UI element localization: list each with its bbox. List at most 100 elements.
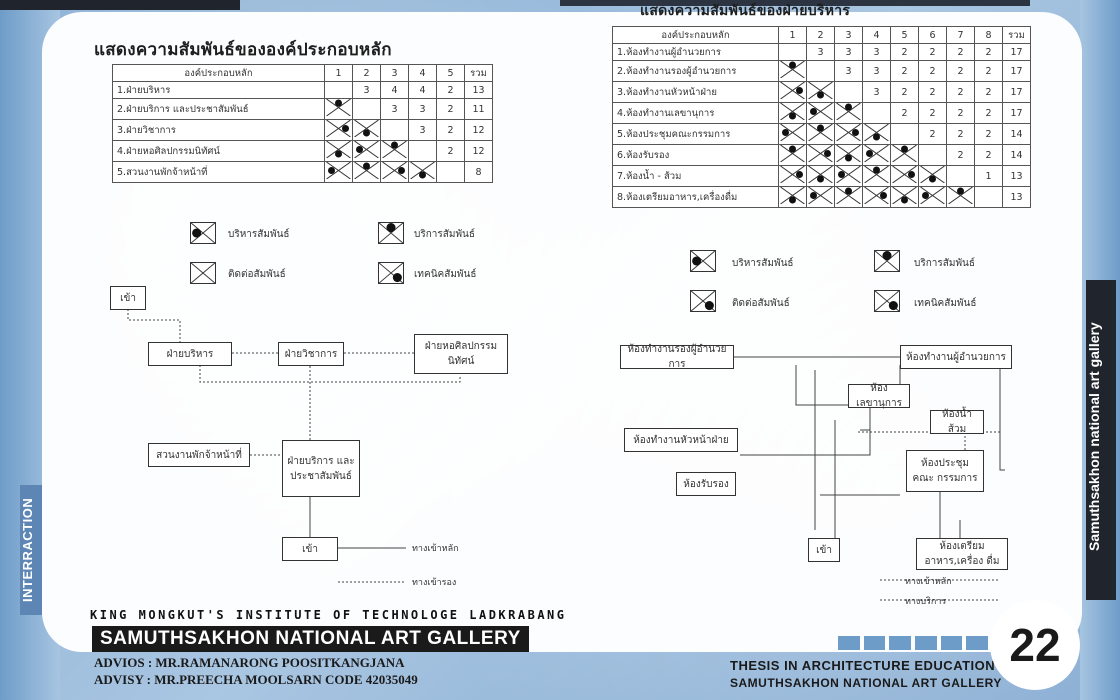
legend-service-icon <box>874 250 900 272</box>
footer-project: SAMUTHSAKHON NATIONAL ART GALLERY <box>92 626 529 652</box>
matrix-cell: 1 <box>975 166 1003 187</box>
matrix-cell: 2 <box>975 145 1003 166</box>
matrix-cell <box>779 82 807 103</box>
relationship-mark-icon <box>863 187 890 204</box>
matrix-cell: 2 <box>919 103 947 124</box>
matrix-header-cell: 7 <box>947 27 975 44</box>
matrix-cell: 2 <box>947 44 975 61</box>
relationship-mark-icon <box>835 145 862 162</box>
matrix-cell: 2 <box>919 61 947 82</box>
matrix-row-label: 4.ห้องทำงานเลขานุการ <box>613 103 779 124</box>
relationship-mark-icon <box>863 145 890 162</box>
legend-technical-label: เทคนิคสัมพันธ์ <box>914 296 976 311</box>
matrix-cell: 2 <box>947 124 975 145</box>
node-toilet: ห้องน้ำส้วม <box>930 410 984 434</box>
legend-service-label: บริการสัมพันธ์ <box>914 256 975 271</box>
matrix-cell: 2 <box>975 103 1003 124</box>
matrix-cell <box>779 187 807 208</box>
relationship-mark-icon <box>835 103 862 120</box>
matrix-cell <box>807 61 835 82</box>
matrix-total-cell: 17 <box>1003 82 1031 103</box>
matrix-header-cell: รวม <box>1003 27 1031 44</box>
matrix-row-label: 3.ห้องทำงานหัวหน้าฝ่าย <box>613 82 779 103</box>
matrix-row-label: 2.ห้องทำงานรองผู้อำนวยการ <box>613 61 779 82</box>
matrix-row-label: 7.ห้องน้ำ - ส้วม <box>613 166 779 187</box>
relationship-mark-icon <box>891 145 918 162</box>
footer-decor-bars <box>838 636 988 650</box>
relationship-mark-icon <box>947 187 974 204</box>
matrix-cell: 3 <box>807 44 835 61</box>
matrix-row: 1.ห้องทำงานผู้อำนวยการ333222217 <box>613 44 1031 61</box>
matrix-cell <box>919 166 947 187</box>
node-staff: สวนงานพักจ้าหน้าที่ <box>148 443 250 467</box>
matrix-cell <box>835 82 863 103</box>
matrix-row-label: 8.ห้องเตรียมอาหาร,เครื่องดื่ม <box>613 187 779 208</box>
matrix-cell <box>947 166 975 187</box>
matrix-cell <box>807 103 835 124</box>
relationship-mark-icon <box>779 187 806 204</box>
matrix-cell <box>863 145 891 166</box>
footer-advisor: ADVIOS : MR.RAMANARONG POOSITKANGJANA <box>94 655 405 671</box>
matrix-total-cell: 17 <box>1003 44 1031 61</box>
edge-label-main-right: ทางเข้าหลัก <box>905 574 952 588</box>
legend-contact-icon <box>690 290 716 312</box>
relationship-mark-icon <box>863 124 890 141</box>
matrix-cell <box>807 145 835 166</box>
relationship-mark-icon <box>779 103 806 120</box>
matrix-cell: 2 <box>891 61 919 82</box>
matrix-total-cell: 17 <box>1003 61 1031 82</box>
matrix-row: 8.ห้องเตรียมอาหาร,เครื่องดื่ม13 <box>613 187 1031 208</box>
node-entry-top: เข้า <box>110 286 146 310</box>
relationship-mark-icon <box>779 61 806 78</box>
node-entry: เข้า <box>808 538 840 562</box>
matrix-cell <box>779 145 807 166</box>
relationship-mark-icon <box>807 124 834 141</box>
matrix-cell: 2 <box>975 61 1003 82</box>
node-secretary: ห้องเลขานุการ <box>848 384 910 408</box>
matrix-cell <box>919 145 947 166</box>
matrix-cell: 2 <box>975 44 1003 61</box>
matrix-header-cell: 3 <box>835 27 863 44</box>
matrix-cell <box>807 82 835 103</box>
matrix-cell: 3 <box>863 82 891 103</box>
footer-thesis-line2: SAMUTHSAKHON NATIONAL ART GALLERY <box>730 676 1002 690</box>
matrix-cell <box>835 124 863 145</box>
matrix-total-cell: 17 <box>1003 103 1031 124</box>
matrix-row-label: 6.ห้องรับรอง <box>613 145 779 166</box>
matrix-cell <box>891 187 919 208</box>
relationship-mark-icon <box>891 166 918 183</box>
matrix-header-cell: 1 <box>779 27 807 44</box>
matrix-cell: 2 <box>947 145 975 166</box>
matrix-cell <box>835 145 863 166</box>
matrix-cell <box>807 166 835 187</box>
relationship-mark-icon <box>807 166 834 183</box>
matrix-row-label: 5.ห้องประชุมคณะกรรมการ <box>613 124 779 145</box>
matrix-cell <box>863 124 891 145</box>
matrix-cell <box>779 124 807 145</box>
matrix-header-cell: 8 <box>975 27 1003 44</box>
footer-advisee: ADVISY : MR.PREECHA MOOLSARN CODE 420350… <box>94 672 418 688</box>
node-service: ฝ่ายบริการ และ ประชาสัมพันธ์ <box>282 440 360 497</box>
legend-admin-label: บริหารสัมพันธ์ <box>732 256 794 271</box>
node-pantry: ห้องเตรียมอาหาร,เครื่อง ดื่ม <box>916 538 1008 570</box>
node-director: ห้องทำงานผู้อำนวยการ <box>900 345 1012 369</box>
matrix-cell <box>779 166 807 187</box>
matrix-row: 5.ห้องประชุมคณะกรรมการ22214 <box>613 124 1031 145</box>
matrix-cell: 2 <box>947 103 975 124</box>
matrix-cell <box>779 61 807 82</box>
relationship-mark-icon <box>919 187 946 204</box>
matrix-total-cell: 14 <box>1003 145 1031 166</box>
node-academic: ฝ่ายวิชาการ <box>278 342 344 366</box>
footer-thesis-line1: THESIS IN ARCHITECTURE EDUCATION <box>730 658 995 673</box>
matrix-cell <box>891 124 919 145</box>
matrix-cell: 2 <box>891 44 919 61</box>
matrix-cell <box>891 145 919 166</box>
matrix-cell <box>919 187 947 208</box>
relationship-mark-icon <box>807 82 834 99</box>
edge-label-main: ทางเข้าหลัก <box>412 541 459 555</box>
matrix-total-cell: 13 <box>1003 166 1031 187</box>
footer-institute: KING MONGKUT'S INSTITUTE OF TECHNOLOGE L… <box>90 608 567 622</box>
legend-admin-icon <box>690 250 716 272</box>
